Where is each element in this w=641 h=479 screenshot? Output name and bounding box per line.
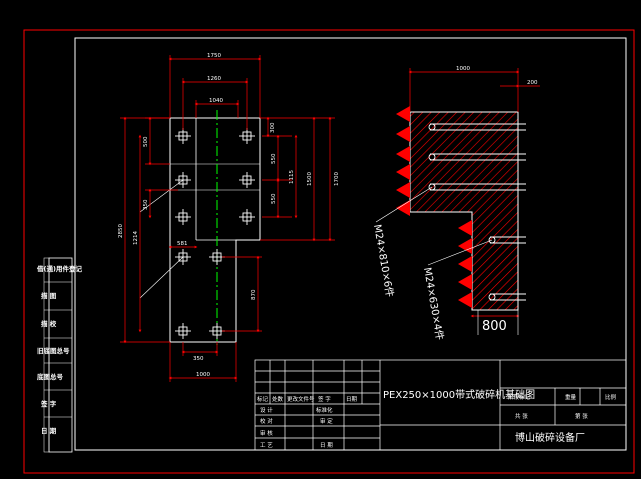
drawing-title: PEX250×1000带式破碎机基础图 (383, 388, 535, 401)
outer-frame (23, 29, 635, 474)
dim-800: 800 (482, 319, 507, 334)
weight: 重量 (565, 393, 577, 401)
dim-1214: 1214 (133, 231, 139, 245)
company-name: 博山破碎设备厂 (515, 431, 585, 444)
sheet-no: 第 张 (575, 412, 588, 420)
row-date-small: 日期 (346, 396, 358, 403)
scale: 比例 (605, 393, 617, 401)
row-audit: 审 核 (260, 429, 273, 437)
dim-350-left: 350 (143, 199, 149, 210)
dim-1700: 1700 (334, 172, 340, 186)
dim-2850: 2850 (118, 224, 124, 238)
bolt-hole (175, 128, 255, 339)
dim-1260: 1260 (207, 76, 221, 82)
row-mark: 标记 (257, 395, 269, 403)
dim-1500: 1500 (307, 172, 313, 186)
dim-1115: 1115 (289, 170, 295, 184)
dim-581: 581 (177, 241, 188, 247)
row-process: 工 艺 (260, 442, 273, 449)
dim-500: 500 (143, 136, 149, 147)
side-item-6: 日 期 (41, 426, 57, 435)
bolt-label-upper: M24×810×6件 (371, 223, 396, 298)
row-standardize: 标准化 (316, 406, 333, 414)
row-date: 日 期 (320, 442, 333, 449)
row-designer: 设 计 (260, 406, 273, 414)
side-item-4: 底图总号 (37, 372, 64, 381)
dim-870: 870 (251, 289, 257, 300)
sheets-total: 共 张 (515, 412, 528, 420)
row-change-doc: 更改文件号 (287, 395, 315, 403)
side-item-1: 描 图 (41, 291, 57, 300)
stage-mark: 阶段标记 (508, 393, 531, 401)
row-review: 审 定 (320, 417, 333, 425)
side-panel: 借(通)用件登记 描 图 描 校 旧底图总号 底图总号 签 字 日 期 (36, 257, 82, 453)
bolt-label-lower: M24×630×4件 (421, 266, 446, 341)
dim-1750: 1750 (207, 53, 221, 59)
dim-200: 200 (527, 80, 538, 86)
dim-350-bottom: 350 (193, 356, 204, 362)
side-item-3: 旧底图总号 (37, 346, 70, 355)
dim-550a: 550 (271, 153, 277, 164)
title-block (254, 359, 627, 451)
side-item-5: 签 字 (40, 399, 57, 408)
plan-view: 1750 1260 1040 500 350 2850 1214 581 300… (118, 53, 340, 382)
dim-1000-bottom: 1000 (196, 372, 210, 378)
row-count: 处数 (272, 395, 284, 403)
dim-1040: 1040 (209, 98, 223, 104)
side-item-0: 借(通)用件登记 (36, 264, 82, 273)
section-view: 1000 200 800 M24×810×6件 M24×630×4件 (371, 66, 540, 341)
row-signature: 签 字 (318, 395, 331, 403)
dim-300: 300 (270, 122, 276, 133)
row-proofread: 校 对 (260, 417, 273, 425)
dim-1000-top: 1000 (456, 66, 470, 72)
side-item-2: 描 校 (41, 319, 57, 328)
dim-550b: 550 (271, 193, 277, 204)
